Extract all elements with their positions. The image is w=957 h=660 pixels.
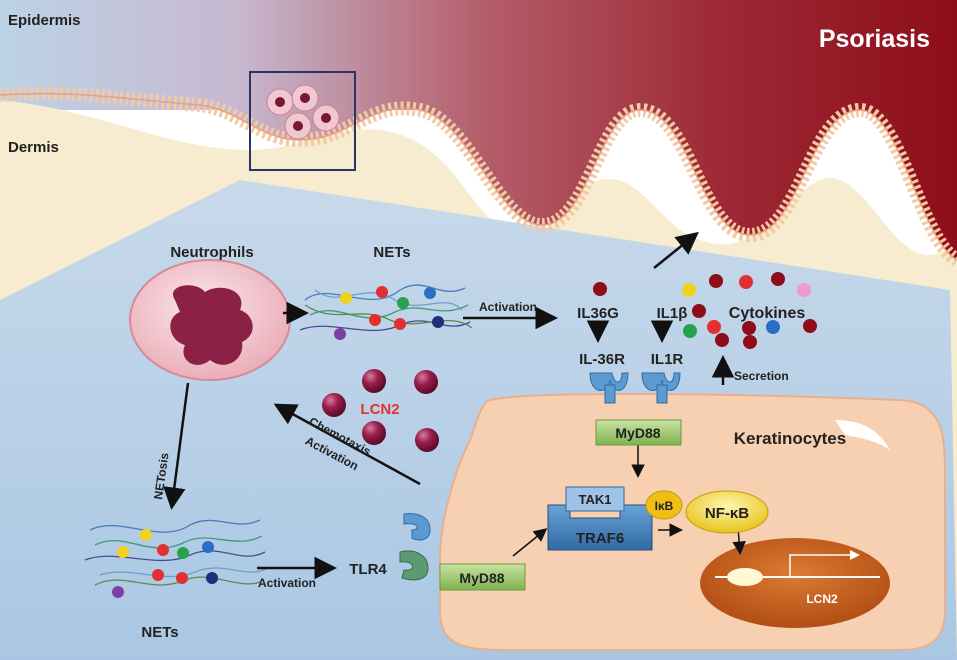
zoom-box — [249, 71, 356, 171]
nucleus — [700, 538, 890, 628]
traf6-label: TRAF6 — [576, 530, 624, 547]
tlr4-label: TLR4 — [349, 561, 387, 578]
il36r-label: IL-36R — [579, 351, 625, 368]
keratinocyte-highlight — [835, 420, 890, 450]
dermis-label: Dermis — [8, 139, 59, 156]
lcn2-molecules — [322, 369, 439, 452]
myd88-top-label: MyD88 — [615, 425, 660, 441]
cytokine-molecules — [593, 272, 817, 349]
activation-top-label: Activation — [479, 300, 537, 314]
arrow-to-epidermis — [653, 231, 699, 269]
nets-bottom-graphic — [84, 519, 269, 598]
ikb-molecule — [645, 490, 683, 520]
neutrophil-nucleus — [170, 285, 253, 365]
psoriasis-label: Psoriasis — [819, 25, 930, 53]
transcription-start — [789, 554, 855, 577]
il1b-label: IL1β — [657, 305, 688, 322]
promoter-element — [727, 568, 763, 586]
secretion-label: Secretion — [734, 369, 789, 383]
nets-top-graphic — [299, 284, 473, 340]
arrow-netosis — [163, 382, 190, 510]
keratinocytes-label: Keratinocytes — [734, 429, 846, 448]
myd88-bottom-box — [439, 563, 526, 591]
arrow-myd88b-to-traf6 — [512, 528, 548, 557]
nets-bottom-label: NETs — [141, 624, 178, 641]
neutrophils-label: Neutrophils — [170, 244, 253, 261]
myd88-bottom-label: MyD88 — [459, 570, 504, 586]
tak1-label: TAK1 — [579, 492, 612, 507]
nfkb-molecule — [685, 490, 769, 534]
lcn2-label: LCN2 — [360, 401, 399, 418]
netosis-label: NETosis — [151, 451, 171, 500]
ikb-label: IκB — [655, 499, 674, 513]
nets-top-label: NETs — [373, 244, 410, 261]
tlr4-receptor — [399, 513, 431, 581]
il36g-label: IL36G — [577, 305, 619, 322]
il1r-label: IL1R — [651, 351, 684, 368]
arrow-chemotaxis — [273, 403, 421, 486]
tak1-box — [565, 486, 625, 512]
nfkb-label: NF-κB — [705, 505, 749, 522]
zoom-neutrophils — [266, 84, 340, 140]
myd88-top-box — [595, 419, 682, 446]
activation-bottom-label: Activation — [258, 576, 316, 590]
basal-membrane — [0, 92, 957, 261]
cytokines-label: Cytokines — [729, 305, 806, 322]
il36r-receptor — [589, 372, 629, 404]
epidermis-layer — [0, 0, 957, 260]
transcription-arrowhead — [850, 550, 860, 560]
il1r-receptor — [641, 372, 681, 404]
lcn2-gene-label: LCN2 — [806, 592, 838, 606]
epidermis-label: Epidermis — [8, 12, 81, 29]
